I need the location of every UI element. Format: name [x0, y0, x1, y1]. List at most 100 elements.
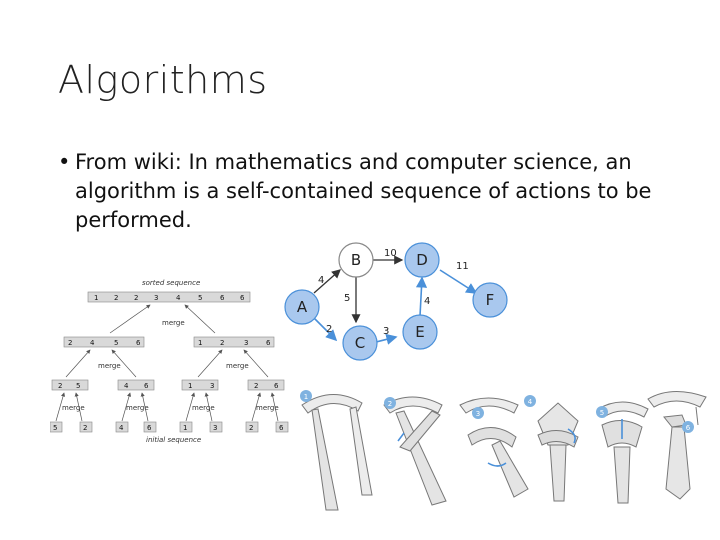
initial-cell: 1	[183, 424, 187, 432]
level2-cell: 4	[90, 339, 95, 347]
tie-step-5	[597, 401, 649, 504]
edge-c-e	[375, 333, 398, 345]
node-label-b: B	[351, 251, 361, 269]
merge-sort-diagram: sorted sequence 1 2 2 3 4 5 6 6 merge 2 …	[50, 279, 289, 444]
level2-cell: 2	[68, 339, 72, 347]
weighted-graph-diagram: 4 10 5 2 3 4 11 A B C D E F	[284, 242, 508, 361]
node-label-c: C	[355, 334, 365, 352]
node-e: E	[402, 314, 438, 350]
sorted-cell: 5	[198, 294, 202, 302]
merge-arrows-mid	[65, 349, 269, 378]
slide-title: Algorithms	[58, 58, 268, 102]
edge-weight-e-d: 4	[424, 296, 430, 307]
initial-cell: 2	[83, 424, 87, 432]
merge-label: merge	[98, 362, 121, 370]
tie-step-badges: 1 2 3 4 5 6	[300, 390, 694, 433]
merge-label: merge	[226, 362, 249, 370]
bullet-item: • From wiki: In mathematics and computer…	[58, 148, 678, 235]
merge-arrows-top	[109, 304, 216, 334]
sorted-cell: 6	[240, 294, 245, 302]
sorted-cell: 1	[94, 294, 98, 302]
initial-cell: 2	[249, 424, 253, 432]
initial-cell: 3	[213, 424, 217, 432]
level3-cell: 2	[58, 382, 62, 390]
step-badge-label: 3	[476, 410, 480, 418]
initial-cell: 4	[119, 424, 124, 432]
sorted-cell: 4	[176, 294, 181, 302]
sorted-cell: 6	[220, 294, 225, 302]
merge-label: merge	[126, 404, 149, 412]
step-badge	[524, 395, 536, 407]
sorted-cell: 3	[154, 294, 158, 302]
step-badge-label: 1	[304, 393, 308, 401]
level3-row: 2 5 4 6 1 3 2 6	[51, 379, 285, 391]
tie-step-3	[459, 397, 529, 498]
tie-step-2	[383, 396, 447, 506]
level3-cell: 5	[76, 382, 80, 390]
graph-edges	[313, 255, 478, 345]
level2-cell: 1	[198, 339, 202, 347]
edge-weight-d-f: 11	[456, 261, 469, 272]
level3-cell: 2	[254, 382, 258, 390]
node-d: D	[404, 242, 440, 278]
node-f: F	[472, 282, 508, 318]
initial-cell: 5	[53, 424, 57, 432]
merge-label: merge	[162, 319, 185, 327]
initial-row: 5 2 4 6 1 3 2 6	[50, 421, 289, 433]
sorted-row: 1 2 2 3 4 5 6 6	[87, 291, 251, 303]
step-badge-label: 6	[686, 424, 691, 432]
level2-cell: 6	[266, 339, 271, 347]
level3-cell: 3	[210, 382, 214, 390]
merge-arrows-bottom	[55, 392, 279, 422]
level3-cell: 6	[274, 382, 279, 390]
merge-label: merge	[62, 404, 85, 412]
tie-step-6	[647, 391, 707, 500]
step-badge	[472, 407, 484, 419]
sorted-cell: 2	[134, 294, 138, 302]
node-b: B	[338, 242, 374, 278]
level3-cell: 1	[188, 382, 192, 390]
node-label-d: D	[416, 251, 428, 269]
level2-right-row: 1 2 3 6	[193, 336, 275, 348]
step-badge-label: 4	[528, 398, 533, 406]
edge-weight-a-c: 2	[326, 324, 332, 335]
edge-a-b	[313, 269, 341, 294]
tie-step-4	[537, 402, 579, 502]
edge-weight-b-d: 10	[384, 248, 397, 259]
sorted-sequence-label: sorted sequence	[142, 279, 200, 287]
level3-cell: 4	[124, 382, 129, 390]
node-label-f: F	[486, 291, 495, 309]
level3-cell: 6	[144, 382, 149, 390]
sorted-cell: 2	[114, 294, 118, 302]
node-label-a: A	[297, 298, 308, 316]
level2-cell: 2	[220, 339, 224, 347]
level2-left-row: 2 4 5 6	[63, 336, 145, 348]
step-badge	[682, 421, 694, 433]
edge-weights: 4 10 5 2 3 4 11	[318, 248, 469, 337]
edge-weight-c-e: 3	[383, 326, 389, 337]
tie-knot-steps-diagram: 1 2 3 4 5 6	[300, 390, 707, 511]
tie-step-1	[301, 394, 373, 511]
step-badge	[384, 397, 396, 409]
level2-cell: 6	[136, 339, 141, 347]
bullet-text: From wiki: In mathematics and computer s…	[75, 150, 652, 232]
edge-e-d	[415, 276, 428, 317]
node-c: C	[342, 325, 378, 361]
merge-label: merge	[192, 404, 215, 412]
graph-nodes: A B C D E F	[284, 242, 508, 361]
edge-weight-a-b: 4	[318, 275, 324, 286]
edge-weight-b-c: 5	[344, 293, 350, 304]
merge-label: merge	[256, 404, 279, 412]
level2-cell: 3	[244, 339, 248, 347]
step-badge	[596, 406, 608, 418]
step-badge-label: 5	[600, 409, 604, 417]
level2-cell: 5	[114, 339, 118, 347]
step-badge-label: 2	[388, 400, 392, 408]
node-label-e: E	[415, 323, 424, 341]
initial-cell: 6	[279, 424, 284, 432]
step-badge	[300, 390, 312, 402]
edge-a-c	[313, 317, 338, 342]
bullet-dot: •	[58, 150, 71, 174]
initial-sequence-label: initial sequence	[146, 436, 201, 444]
edge-d-f	[439, 269, 478, 294]
